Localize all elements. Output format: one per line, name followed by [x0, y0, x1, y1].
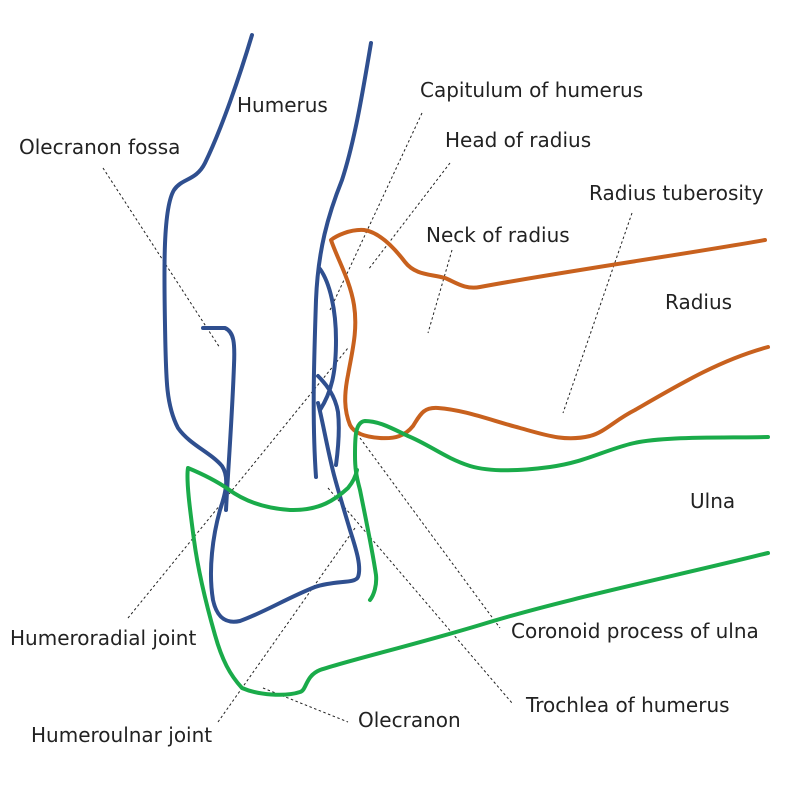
humerus-bone [162, 33, 373, 624]
label-humeroulnar-joint: Humeroulnar joint [31, 723, 212, 747]
head-of-radius-leader [367, 162, 451, 271]
labels: Humerus Olecranon fossa Capitulum of hum… [10, 78, 764, 747]
label-humeroradial-joint: Humeroradial joint [10, 626, 196, 650]
label-ulna: Ulna [690, 489, 735, 513]
label-coronoid-process-of-ulna: Coronoid process of ulna [511, 619, 759, 643]
label-humerus: Humerus [237, 93, 328, 117]
capitulum-leader [329, 112, 423, 311]
olecranon-fossa-leader [102, 167, 221, 349]
humerus-capitulum-curve [316, 267, 341, 467]
radius-bone [329, 227, 770, 441]
trochlea-leader [327, 487, 513, 704]
ulna-bone [185, 419, 770, 697]
label-radius-tuberosity: Radius tuberosity [589, 181, 764, 205]
label-olecranon-fossa: Olecranon fossa [19, 135, 180, 159]
ulna-upper-contour [353, 419, 770, 602]
radius-outline [329, 227, 770, 441]
label-radius: Radius [665, 290, 732, 314]
radius-tuberosity-leader [562, 212, 633, 414]
label-capitulum-of-humerus: Capitulum of humerus [420, 78, 643, 102]
humerus-fossa-notch [201, 326, 237, 512]
label-trochlea-of-humerus: Trochlea of humerus [525, 693, 730, 717]
humerus-outline [162, 33, 373, 624]
coronoid-process-leader [359, 437, 501, 629]
neck-of-radius-leader [427, 249, 453, 334]
label-olecranon: Olecranon [358, 708, 461, 732]
humeroradial-joint-leader [127, 347, 349, 619]
ulna-lower-contour [185, 466, 770, 697]
label-head-of-radius: Head of radius [445, 128, 591, 152]
label-neck-of-radius: Neck of radius [426, 223, 570, 247]
